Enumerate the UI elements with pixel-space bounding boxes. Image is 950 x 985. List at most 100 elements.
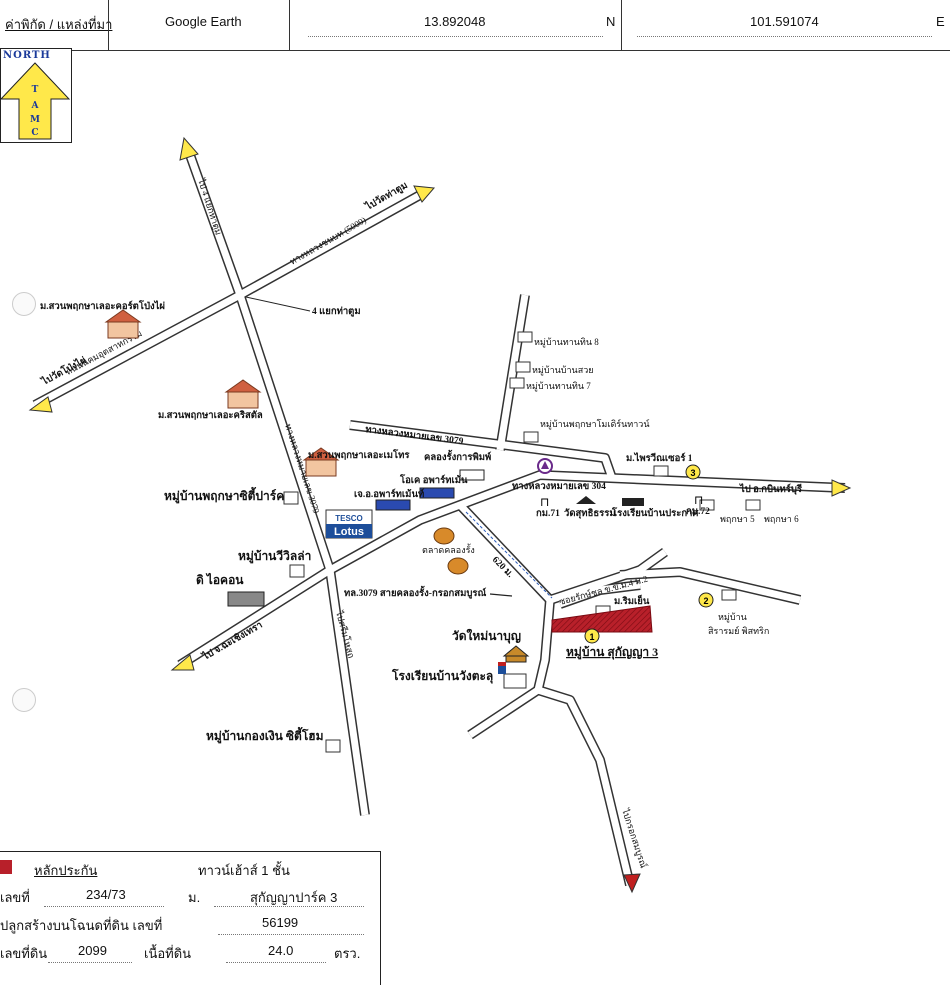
road-label: ไป 4 แยกท่าตูม: [195, 177, 224, 237]
temple-icon: [576, 496, 596, 504]
landmark-label: ม.ไพรวีณเซอร์ 1: [626, 452, 693, 464]
house-icon: [302, 447, 340, 477]
arrow-head-icon: [28, 396, 53, 413]
coordinate-label: ค่าพิกัด / แหล่งที่มา: [5, 17, 113, 32]
landmark-label: คลองรั้งการพิมพ์: [424, 449, 491, 463]
land-no-label: เลขที่ดิน: [0, 946, 48, 961]
market-icon: [447, 557, 469, 575]
tesco-lotus-logo: TESCO Lotus: [325, 509, 373, 539]
property-type: ทาวน์เฮ้าส์ 1 ชั้น: [198, 863, 290, 878]
dotted-line: [44, 906, 164, 907]
temple-icon: [505, 655, 527, 663]
svg-text:2: 2: [703, 596, 708, 606]
north-letter: A: [31, 101, 40, 111]
landmark-label: ม.สวนพฤกษาเลอะคริสตัล: [158, 410, 263, 421]
longitude-dir: E: [936, 14, 945, 29]
landmark-label: หมู่บ้านวีวิลล่า: [238, 549, 311, 564]
moo-label: ม.: [188, 890, 201, 905]
svg-text:TESCO: TESCO: [335, 514, 363, 523]
landmark-label: โรงเรียนบ้านประกาศ: [611, 507, 699, 519]
landmark-label: เจ.อ.อพาร์ทเม้นท์: [354, 488, 424, 500]
land-no-value: 2099: [78, 943, 107, 958]
apartment-icon: [375, 499, 411, 511]
landmark-label: หมู่บ้าน: [718, 612, 747, 623]
north-arrow-icon: T A M C: [1, 62, 71, 140]
longitude-value: 101.591074: [750, 14, 819, 29]
subject-label: หมู่บ้าน สุกัญญา 3: [566, 645, 658, 660]
landmark-label: ม.สวนพฤกษาเลอะเมโทร: [308, 449, 410, 461]
house-icon: [104, 309, 142, 339]
dotted-line: [218, 934, 364, 935]
north-label: NORTH: [3, 50, 51, 61]
landmark-label: พฤกษา 5: [720, 514, 755, 524]
latitude-value: 13.892048: [424, 14, 486, 29]
divider: [289, 0, 290, 50]
pointer-line: [245, 296, 311, 312]
punch-hole: [12, 688, 36, 712]
landmark-label: โรงเรียนบ้านวังตะลุ: [391, 668, 493, 684]
legend-label: หลักประกัน: [34, 863, 98, 878]
north-letter: C: [31, 128, 38, 138]
punch-hole: [12, 292, 36, 316]
arrow-head-icon: [413, 185, 436, 203]
marker-1-icon: 1: [584, 628, 600, 644]
area-value: 24.0: [268, 943, 294, 958]
landmark-label: พฤกษา 6: [764, 514, 799, 524]
arrow-head-icon: [831, 479, 852, 497]
road-label: ไป อ.กบินทร์บุรี: [739, 483, 803, 495]
print-shop-icon: [459, 469, 485, 481]
landmark-label: หมู่บ้านพฤกษาโมเดิร์นทาวน์: [540, 418, 650, 430]
landmark-label: วัดสุทธิธรรม: [564, 508, 616, 519]
arrow-head-icon: [170, 654, 195, 671]
landmark-label: หมู่บ้านทานทิน 7: [526, 381, 591, 392]
lekthi-label: เลขที่: [0, 890, 30, 905]
landmark-label: หมู่บ้านทานทิน 8: [534, 337, 599, 348]
landmark-label: โอเค อพาร์ทเม้น: [399, 474, 468, 486]
area-label: เนื้อที่ดิน: [144, 946, 192, 961]
legend-swatch: [0, 860, 12, 874]
svg-text:1: 1: [589, 632, 594, 642]
source-value: Google Earth: [165, 14, 242, 29]
coordinate-header: ค่าพิกัด / แหล่งที่มา Google Earth 13.89…: [0, 0, 950, 51]
temple-icon: [502, 645, 530, 657]
dotted-line: [637, 36, 932, 37]
dotted-line: [308, 36, 603, 37]
landmark-label: หมู่บ้านพฤกษาซิตี้ปาร์ค: [164, 486, 284, 504]
flag-icon: [498, 662, 506, 674]
building-icon: [227, 591, 265, 607]
divider: [621, 0, 622, 50]
landmark-label: ดิ ไอคอน: [196, 572, 244, 587]
landmark-label: วัดใหม่นาบุญ: [452, 628, 521, 644]
svg-text:Lotus: Lotus: [334, 526, 364, 538]
building-icon: [283, 331, 761, 753]
house-icon: [224, 379, 262, 409]
build-label: ปลูกสร้างบนโฉนดที่ดิน เลขที่: [0, 918, 163, 933]
landmark-label: หมู่บ้านกองเงิน ซิตี้โฮม: [206, 726, 324, 744]
landmark-label: กม.71: [536, 509, 560, 519]
road-fills: [33, 153, 846, 886]
lekthi-value: 234/73: [86, 887, 126, 902]
north-arrow: NORTH T A M C: [0, 48, 72, 143]
north-letter: M: [30, 115, 40, 125]
apartment-icon: [419, 487, 455, 499]
road-label: ทางหลวงหมายเลข 304: [512, 482, 606, 492]
dotted-line: [214, 906, 364, 907]
arrow-head-icon: [623, 873, 641, 894]
arrow-head-icon: [179, 136, 199, 161]
landmark-label: ม.ริมเย็น: [614, 594, 650, 607]
landmark-label: สิรารมย์ พิสทริก: [708, 625, 769, 636]
svg-text:3: 3: [690, 468, 695, 478]
project-value: สุกัญญาปาร์ค 3: [250, 890, 338, 905]
distance-line: [465, 511, 553, 599]
pointer-line: [489, 593, 513, 597]
area-unit: ตรว.: [334, 946, 361, 961]
property-info-box: หลักประกัน ทาวน์เฮ้าส์ 1 ชั้น เลขที่ 234…: [0, 851, 381, 985]
school-icon: [622, 498, 644, 506]
landmark-label: กม.72: [686, 507, 710, 517]
dotted-line: [226, 962, 326, 963]
road-label: ทางหลวงชนบท (5009): [288, 215, 368, 267]
subject-property: [551, 605, 653, 633]
marker-3-icon: 3: [685, 464, 701, 480]
map-pin-icon: [541, 461, 549, 469]
divider: [108, 0, 109, 50]
